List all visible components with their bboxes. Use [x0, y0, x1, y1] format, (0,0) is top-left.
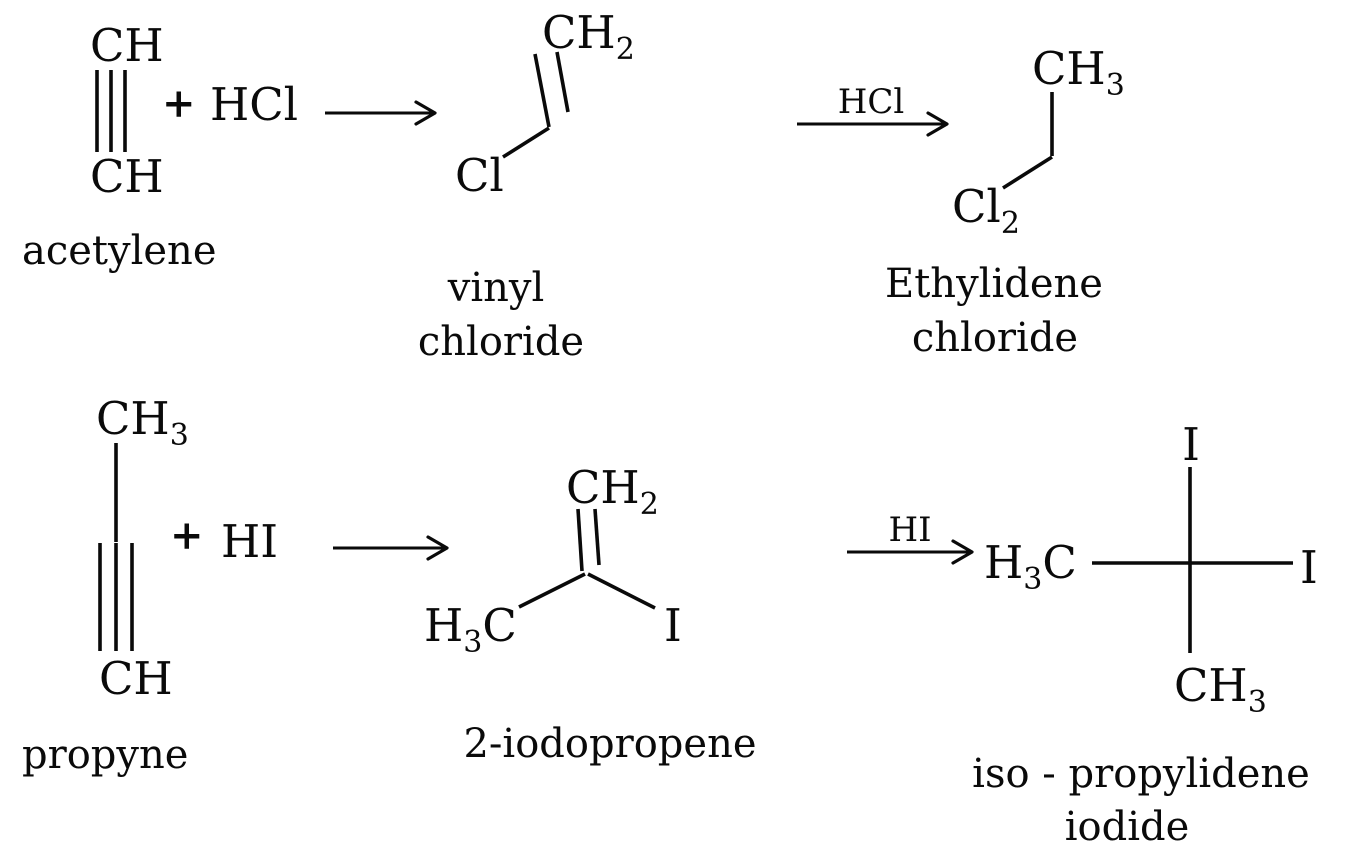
- reaction2-group: CH3 CH propyne + HI CH2: [22, 392, 1318, 850]
- vinyl-chloride-name-line2: chloride: [418, 319, 584, 365]
- vinyl-chloride-structure: CH2 Cl vinyl chloride: [418, 6, 635, 365]
- iodopropene-double-bond-line1: [576, 508, 584, 572]
- propylidene-ch3-subscript: 3: [1248, 685, 1267, 720]
- ch3-subscript: 3: [1106, 68, 1125, 103]
- ethylidene-ch3-group: CH3: [1032, 42, 1125, 103]
- iodopropene-double-bond-line2: [593, 508, 601, 566]
- propylidene-name-line1: iso - propylidene: [972, 751, 1310, 797]
- ch2-subscript: 2: [616, 32, 635, 67]
- propylidene-h3c-group: H3C: [984, 536, 1077, 597]
- arrow-2-reagent-label: HCl: [838, 82, 905, 122]
- iodopropene-ch2-subscript: 2: [640, 487, 659, 522]
- propyne-structure: CH3 CH propyne: [22, 392, 189, 778]
- reaction-arrow-2-head: [926, 111, 949, 137]
- acetylene-structure: CH CH acetylene: [22, 19, 217, 274]
- iodopropene-ch2-main: CH: [566, 461, 640, 514]
- cl2-subscript: 2: [1001, 206, 1020, 241]
- propyne-ch3-main: CH: [96, 392, 170, 445]
- iodopropene-c-i-bond: [587, 572, 656, 610]
- propylidene-iodide-structure: H3C I I CH3 iso - propylidene iodide: [972, 418, 1318, 850]
- propylidene-ch3-bottom-group: CH3: [1174, 659, 1267, 720]
- ethylidene-name-line2: chloride: [912, 315, 1078, 361]
- iodopropene-structure: CH2 H3C I 2-iodopropene: [424, 461, 757, 767]
- propylidene-name-line2: iodide: [1065, 804, 1190, 850]
- reaction-arrow-3: [333, 535, 449, 561]
- cl2-main: Cl: [952, 180, 1001, 233]
- propylidene-ch3-main: CH: [1174, 659, 1248, 712]
- iodopropene-h3c-c: C: [482, 599, 516, 652]
- iodopropene-h3c-subscript: 3: [463, 625, 482, 660]
- propyne-name-label: propyne: [22, 732, 188, 778]
- reaction-arrow-1: [325, 100, 437, 126]
- propylidene-h3c-subscript: 3: [1023, 562, 1042, 597]
- reaction-arrow-4-head: [951, 539, 974, 565]
- reaction1-group: CH CH acetylene + HCl CH2 Cl: [22, 6, 1125, 365]
- arrow-4-reagent-label: HI: [888, 510, 931, 550]
- reagent-hcl-1: HCl: [210, 78, 298, 131]
- iodopropene-h3c-group: H3C: [424, 599, 517, 660]
- vinyl-chloride-double-bond-line1: [533, 53, 551, 128]
- acetylene-bottom-group: CH: [90, 150, 164, 203]
- reaction-arrow-3-head: [426, 535, 449, 561]
- reaction-arrow-1-head: [414, 100, 437, 126]
- ethylidene-c-cl-bond: [1002, 155, 1053, 190]
- propylidene-h3c-h: H: [984, 536, 1023, 589]
- propyne-ch3-group: CH3: [96, 392, 189, 453]
- vinyl-chloride-c-cl-bond: [502, 126, 550, 159]
- ethylidene-cl2-group: Cl2: [952, 180, 1020, 241]
- iodopropene-h3c-h: H: [424, 599, 463, 652]
- vinyl-chloride-name-line1: vinyl: [447, 265, 545, 311]
- propylidene-i-right: I: [1300, 541, 1318, 594]
- ethylidene-chloride-structure: CH3 Cl2 Ethylidene chloride: [885, 42, 1125, 361]
- reaction-arrow-2: HCl: [797, 82, 949, 137]
- ch2-main: CH: [542, 6, 616, 59]
- reagent-hi-1: HI: [221, 515, 278, 568]
- propylidene-h3c-c: C: [1042, 536, 1076, 589]
- ch3-main: CH: [1032, 42, 1106, 95]
- iodopropene-ch2-group: CH2: [566, 461, 659, 522]
- propyne-ch3-subscript: 3: [170, 418, 189, 453]
- ethylidene-name-line1: Ethylidene: [885, 261, 1103, 307]
- plus-sign-1: +: [162, 80, 196, 127]
- vinyl-chloride-ch2-group: CH2: [542, 6, 635, 67]
- iodopropene-c-ch3-bond: [518, 572, 586, 609]
- acetylene-top-group: CH: [90, 19, 164, 72]
- iodopropene-i-group: I: [664, 599, 682, 652]
- vinyl-chloride-double-bond-line2: [555, 51, 570, 113]
- vinyl-chloride-cl-group: Cl: [455, 149, 504, 202]
- reaction-arrow-4: HI: [847, 510, 974, 565]
- propyne-ch-group: CH: [99, 652, 173, 705]
- acetylene-name-label: acetylene: [22, 228, 217, 274]
- iodopropene-name-label: 2-iodopropene: [463, 721, 756, 767]
- plus-sign-2: +: [170, 512, 204, 559]
- propylidene-i-top: I: [1182, 418, 1200, 471]
